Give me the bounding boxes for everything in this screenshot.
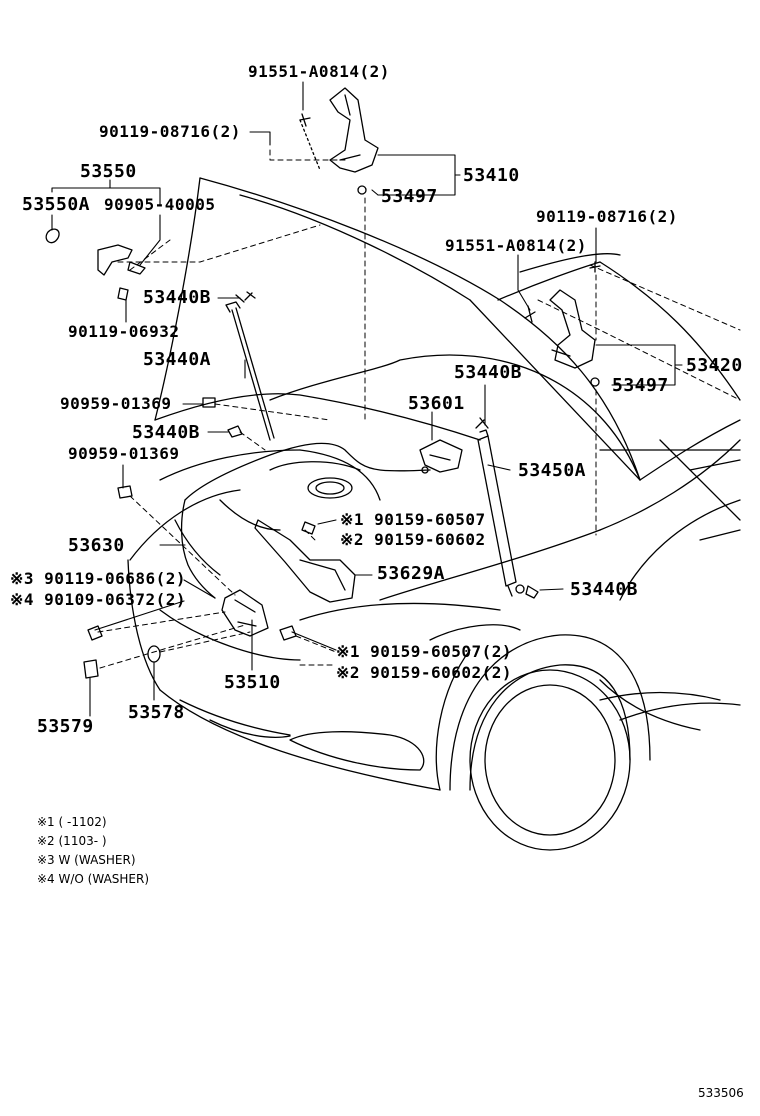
label-53450a: 53450A [518,460,587,481]
label-53601: 53601 [408,393,465,414]
label-53510: 53510 [224,672,281,693]
label-53550: 53550 [80,161,137,182]
label-53440b-4: 53440B [570,579,639,600]
support-bracket-53550 [45,228,146,301]
footnote-3: ※3 W (WASHER) [37,853,136,867]
label-91551-a0814-top: 91551-A0814(2) [248,62,390,81]
label-90119-08716-right: 90119-08716(2) [536,207,678,226]
label-53629a: 53629A [377,563,446,584]
label-90119-06686: ※3 90119-06686(2) [10,569,187,588]
label-53497-top: 53497 [381,186,438,207]
label-53579: 53579 [37,716,94,737]
label-53410: 53410 [463,165,520,186]
gas-strut [475,417,539,599]
label-53440a: 53440A [143,349,212,370]
label-90159-60602-1: ※2 90159-60602 [340,530,486,549]
label-91551-a0814-right: 91551-A0814(2) [445,236,587,255]
label-90109-06372: ※4 90109-06372(2) [10,590,187,609]
label-90159-60507-1: ※1 90159-60507 [340,510,486,529]
label-53440b-3: 53440B [132,422,201,443]
dashed-lines [97,149,741,669]
car-body [127,393,741,791]
front-wheel [449,634,741,851]
label-53550a: 53550A [22,194,91,215]
hood-panel [154,119,741,481]
hood-lock-53510 [221,589,297,641]
label-53630: 53630 [68,535,125,556]
label-53497-right: 53497 [612,375,669,396]
label-90119-06932: 90119-06932 [68,322,180,341]
hood-support-rod [202,291,275,441]
label-90159-60602-2: ※2 90159-60602(2) [336,663,513,682]
release-cable-53630 [180,439,463,599]
label-53440b-2: 53440B [454,362,523,383]
label-90905-40005: 90905-40005 [104,195,216,214]
label-53420: 53420 [686,355,743,376]
diagram-code: 533506 [698,1086,744,1100]
footnote-4: ※4 W/O (WASHER) [37,872,150,886]
hood-hinge-53410 [299,87,379,195]
footnote-1: ※1 ( -1102) [37,815,107,829]
label-53440b-1: 53440B [143,287,212,308]
hood-lock-support-53629A [254,519,356,603]
hood-hinge-53420 [524,261,601,387]
label-53578: 53578 [128,702,185,723]
footnote-2: ※2 (1103- ) [37,834,107,848]
label-90159-60507-2: ※1 90159-60507(2) [336,642,513,661]
label-90959-01369-1: 90959-01369 [60,394,172,413]
label-90119-08716-left: 90119-08716(2) [99,122,241,141]
label-90959-01369-2: 90959-01369 [68,444,180,463]
leader-lines [51,81,683,717]
